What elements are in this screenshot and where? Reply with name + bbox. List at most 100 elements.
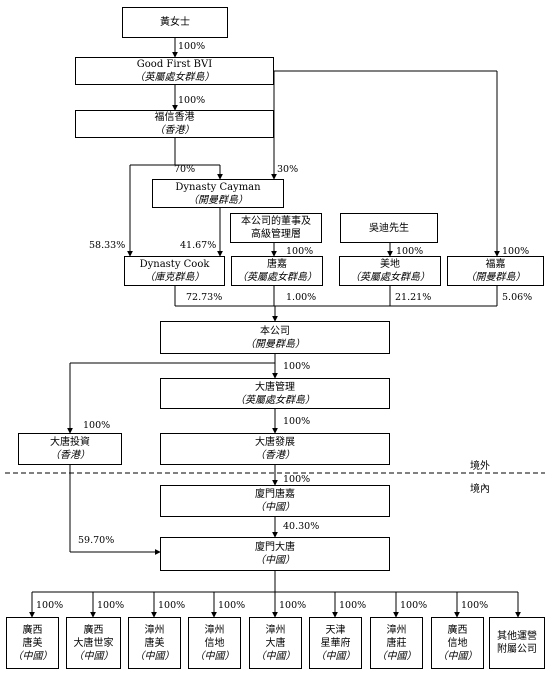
- node-company-sub: （開曼群島）: [245, 338, 305, 350]
- node-subsidiary: 漳州 唐美 （中國）: [128, 617, 181, 669]
- pct-goodfirst-fujia: 100%: [502, 246, 530, 257]
- subsidiary-line2: 信地: [204, 637, 225, 649]
- subsidiary-line1: 漳州: [386, 624, 407, 636]
- subsidiary-line1: 漳州: [204, 624, 225, 636]
- zone-offshore-label: 境外: [470, 461, 490, 472]
- subsidiary-line1: 漳州: [144, 624, 165, 636]
- pct-meidi-company: 21.21%: [395, 292, 432, 303]
- pct-sub: 100%: [279, 600, 307, 611]
- node-fuxin-hk-sub: （香港）: [154, 125, 195, 136]
- node-good-first-sub: （英屬處女群島）: [134, 72, 215, 83]
- node-datang-dev: 大唐發展 （香港）: [160, 433, 390, 465]
- pct-sub: 100%: [400, 600, 428, 611]
- node-datang-inv: 大唐投資 （香港）: [18, 433, 122, 465]
- subsidiary-line1: 漳州: [265, 624, 286, 636]
- subsidiary-sub: （中國）: [12, 650, 53, 662]
- node-tangjia-name: 唐嘉: [267, 259, 287, 270]
- node-meidi-sub: （英屬處女群島）: [350, 272, 430, 283]
- pct-cook-company: 72.73%: [186, 292, 223, 303]
- subsidiary-line1: 天津: [325, 624, 346, 636]
- node-directors: 本公司的董事及 高級管理層: [230, 213, 322, 243]
- node-tangjia: 唐嘉 （英屬處女群島）: [231, 256, 323, 286]
- pct-sub: 100%: [97, 600, 125, 611]
- node-fujia-sub: （開曼群島）: [465, 272, 526, 283]
- node-fuxin-hk-name: 福信香港: [154, 112, 195, 123]
- subsidiary-line2: 唐美: [22, 637, 43, 649]
- node-wu: 吳迪先生: [340, 213, 438, 243]
- subsidiary-sub: （中國）: [194, 650, 235, 662]
- subsidiary-line2: 附屬公司: [497, 644, 537, 655]
- pct-sub: 100%: [339, 600, 367, 611]
- node-dynasty-cayman-sub: （開曼群島）: [188, 194, 248, 206]
- pct-directors-tangjia: 100%: [286, 246, 314, 257]
- subsidiary-line1: 廣西: [22, 624, 43, 636]
- node-datang-mgmt-sub: （英屬處女群島）: [235, 394, 315, 406]
- node-huang: 黃女士: [122, 7, 228, 38]
- node-datang-mgmt-name: 大唐管理: [255, 381, 295, 393]
- node-dynasty-cayman: Dynasty Cayman （開曼群島）: [152, 179, 284, 208]
- node-fujia: 福嘉 （開曼群島）: [447, 256, 544, 286]
- node-good-first: Good First BVI （英屬處女群島）: [75, 57, 274, 85]
- node-datang-mgmt: 大唐管理 （英屬處女群島）: [160, 378, 390, 409]
- node-wu-name: 吳迪先生: [369, 222, 409, 234]
- pct-sub: 100%: [36, 600, 64, 611]
- pct-sub: 100%: [218, 600, 246, 611]
- pct-inv-datang: 59.70%: [78, 535, 115, 546]
- node-subsidiary: 漳州 唐莊 （中國）: [370, 617, 423, 669]
- node-subsidiary: 漳州 大唐 （中國）: [249, 617, 302, 669]
- node-dynasty-cayman-name: Dynasty Cayman: [175, 181, 261, 193]
- node-tangjia-sub: （英屬處女群島）: [237, 272, 317, 283]
- node-subsidiary: 天津 星華府 （中國）: [309, 617, 362, 669]
- node-directors-line2: 高級管理層: [251, 229, 301, 240]
- subsidiary-line2: 唐莊: [386, 637, 407, 649]
- pct-wu-meidi: 100%: [396, 246, 424, 257]
- node-datang-inv-name: 大唐投資: [50, 437, 90, 448]
- pct-mgmt-dev: 100%: [283, 416, 311, 427]
- subsidiary-sub: （中國）: [255, 650, 296, 662]
- node-dynasty-cook-name: Dynasty Cook: [139, 259, 210, 270]
- pct-cayman-cook: 41.67%: [180, 240, 217, 251]
- pct-company-inv: 100%: [83, 420, 111, 431]
- pct-fujia-company: 5.06%: [502, 292, 533, 303]
- subsidiary-line1: 其他運營: [497, 631, 537, 642]
- node-huang-name: 黃女士: [160, 17, 190, 28]
- subsidiary-line2: 唐美: [144, 637, 165, 649]
- node-xiamen-datang-sub: （中國）: [255, 555, 295, 566]
- subsidiary-line2: 信地: [447, 637, 468, 649]
- subsidiary-line1: 廣西: [83, 624, 104, 636]
- node-subsidiary: 廣西 信地 （中國）: [431, 617, 484, 669]
- node-datang-dev-sub: （香港）: [255, 450, 295, 461]
- pct-fuxin-cook: 58.33%: [89, 240, 126, 251]
- node-subsidiary: 漳州 信地 （中國）: [188, 617, 241, 669]
- node-good-first-name: Good First BVI: [136, 59, 213, 70]
- node-fuxin-hk: 福信香港 （香港）: [75, 110, 274, 138]
- subsidiary-line2: 大唐: [265, 637, 286, 649]
- node-meidi-name: 美地: [380, 259, 400, 270]
- subsidiary-line1: 廣西: [447, 624, 468, 636]
- pct-sub: 100%: [158, 600, 186, 611]
- node-dynasty-cook-sub: （庫克群島）: [144, 272, 205, 283]
- node-directors-line1: 本公司的董事及: [241, 216, 311, 227]
- node-datang-dev-name: 大唐發展: [255, 437, 295, 448]
- node-subsidiary: 廣西 唐美 （中國）: [6, 617, 59, 669]
- node-meidi: 美地 （英屬處女群島）: [339, 256, 441, 286]
- subsidiary-sub: （中國）: [437, 650, 478, 662]
- pct-huang-goodfirst: 100%: [178, 41, 206, 52]
- node-xiamen-datang-name: 廈門大唐: [255, 542, 295, 553]
- node-xiamen-datang: 廈門大唐 （中國）: [160, 537, 390, 571]
- pct-dev-xiamen-tangjia: 100%: [283, 474, 311, 485]
- node-xiamen-tangjia-name: 廈門唐嘉: [255, 489, 295, 500]
- zone-onshore-label: 境內: [470, 484, 490, 495]
- pct-goodfirst-fuxin: 100%: [178, 95, 206, 106]
- pct-goodfirst-cayman: 30%: [277, 164, 299, 175]
- node-company-name: 本公司: [260, 325, 290, 337]
- pct-fuxin-cayman: 70%: [174, 164, 196, 175]
- node-datang-inv-sub: （香港）: [50, 450, 90, 461]
- subsidiary-sub: （中國）: [134, 650, 175, 662]
- pct-tangjia-company: 1.00%: [286, 292, 317, 303]
- node-xiamen-tangjia: 廈門唐嘉 （中國）: [160, 485, 390, 517]
- node-subsidiary: 廣西 大唐世家 （中國）: [66, 617, 121, 669]
- node-company: 本公司 （開曼群島）: [160, 321, 390, 354]
- subsidiary-sub: （中國）: [315, 650, 356, 662]
